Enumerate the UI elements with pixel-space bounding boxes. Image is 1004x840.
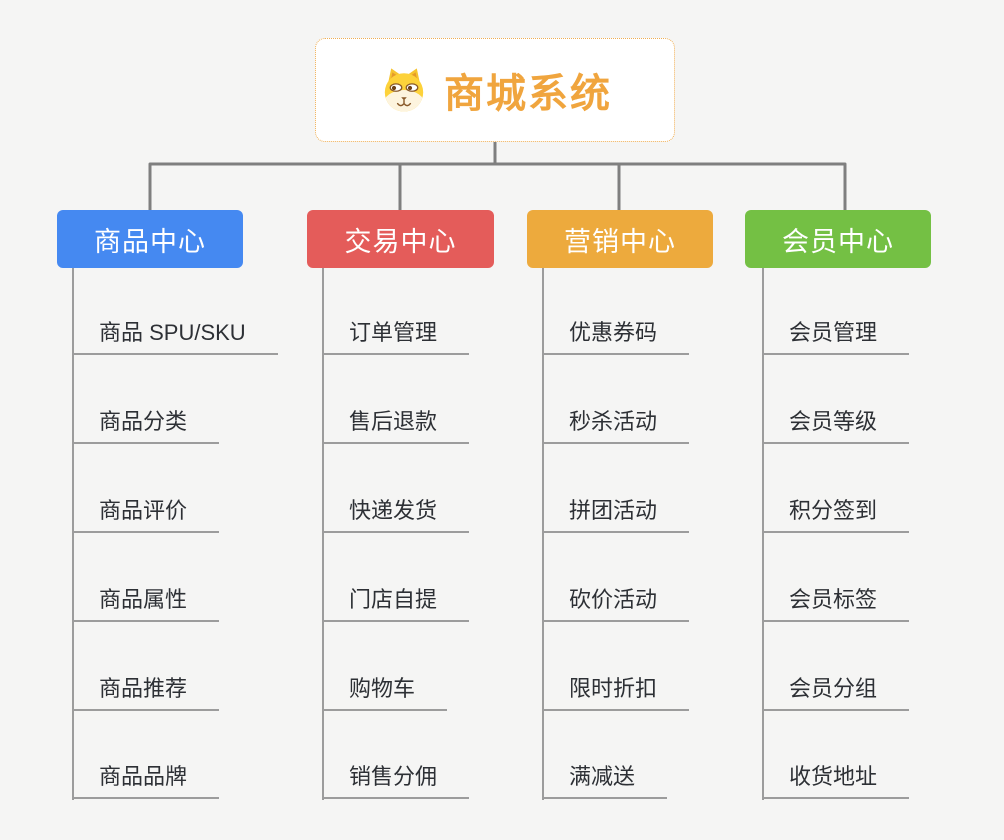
leaf-node[interactable]: 秒杀活动 (542, 406, 690, 444)
branch-label: 商品中心 (94, 226, 206, 257)
leaf-node[interactable]: 限时折扣 (542, 673, 690, 711)
leaf-node[interactable]: 积分签到 (762, 495, 910, 533)
leaf-node[interactable]: 门店自提 (322, 584, 470, 622)
root-label: 商城系统 (444, 72, 612, 116)
leaf-node[interactable]: 会员等级 (762, 406, 910, 444)
leaf-node[interactable]: 拼团活动 (542, 495, 690, 533)
leaf-node[interactable]: 商品分类 (72, 406, 220, 444)
dog-face-icon (384, 68, 424, 112)
leaf-node[interactable]: 销售分佣 (322, 761, 470, 799)
leaf-node[interactable]: 砍价活动 (542, 584, 690, 622)
leaf-node[interactable]: 订单管理 (322, 317, 470, 355)
root-branch-connector (148, 141, 847, 211)
leaf-node[interactable]: 快递发货 (322, 495, 470, 533)
leaf-node[interactable]: 购物车 (322, 673, 448, 711)
leaf-node[interactable]: 会员分组 (762, 673, 910, 711)
branch-label: 营销中心 (564, 226, 676, 257)
branch-label: 会员中心 (782, 226, 894, 257)
branch-node-marketing-center[interactable]: 营销中心 (527, 210, 713, 268)
leaf-node[interactable]: 商品属性 (72, 584, 220, 622)
column-spine-lines (72, 268, 764, 800)
leaf-node[interactable]: 商品推荐 (72, 673, 220, 711)
leaf-node[interactable]: 商品 SPU/SKU (72, 317, 278, 355)
leaf-node[interactable]: 会员标签 (762, 584, 910, 622)
leaf-node[interactable]: 商品品牌 (72, 761, 220, 799)
branch-node-trade-center[interactable]: 交易中心 (307, 210, 494, 268)
branch-label: 交易中心 (344, 226, 457, 257)
leaf-node[interactable]: 售后退款 (322, 406, 470, 444)
leaf-node[interactable]: 满减送 (542, 761, 668, 799)
leaf-node[interactable]: 优惠券码 (542, 317, 690, 355)
leaf-node[interactable]: 商品评价 (72, 495, 220, 533)
root-node[interactable]: 商城系统 (315, 38, 675, 142)
leaf-node[interactable]: 收货地址 (762, 761, 910, 799)
leaf-node[interactable]: 会员管理 (762, 317, 910, 355)
branch-node-product-center[interactable]: 商品中心 (57, 210, 243, 268)
branch-node-member-center[interactable]: 会员中心 (745, 210, 931, 268)
